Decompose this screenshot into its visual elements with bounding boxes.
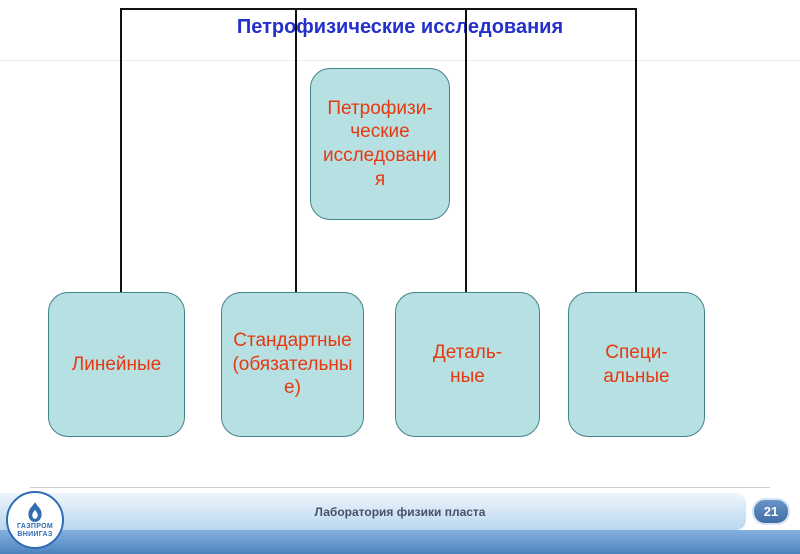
page-title: Петрофизические исследования [236,16,564,38]
logo-line-2: ВНИИГАЗ [17,531,53,538]
diagram-node-root: Петрофизи- ческие исследования [310,68,450,220]
diagram-node-root-label: Петрофизи- ческие исследования [322,97,438,190]
diagram-node-special: Специ- альные [568,292,705,437]
connector-vertical-2 [295,8,297,294]
diagram-node-detailed: Деталь- ные [395,292,540,437]
footer-band-light [0,493,746,530]
diagram-node-linear-label: Линейные [71,353,162,375]
gazprom-logo: ГАЗПРОМ ВНИИГАЗ [6,491,64,549]
diagram-node-linear: Линейные [48,292,185,437]
diagram-node-standard: Стандартные (обязательные) [221,292,364,437]
footer-band-dark [0,530,800,554]
footer-lab-title: Лаборатория физики пласта [314,505,486,519]
page-number-badge: 21 [752,498,790,525]
header-divider [0,60,800,61]
diagram-node-standard-label: Стандартные (обязательные) [232,329,353,399]
logo-wordmark: ГАЗПРОМ ВНИИГАЗ [17,523,53,538]
diagram-node-special-label: Специ- альные [603,341,670,387]
footer-divider [30,487,770,488]
diagram-node-detailed-label: Деталь- ные [432,341,503,387]
logo-line-1: ГАЗПРОМ [17,523,53,531]
connector-vertical-1 [120,8,122,294]
connector-vertical-3 [465,8,467,294]
connector-vertical-4 [635,8,637,294]
flame-icon [28,502,42,523]
connector-horizontal [120,8,637,10]
